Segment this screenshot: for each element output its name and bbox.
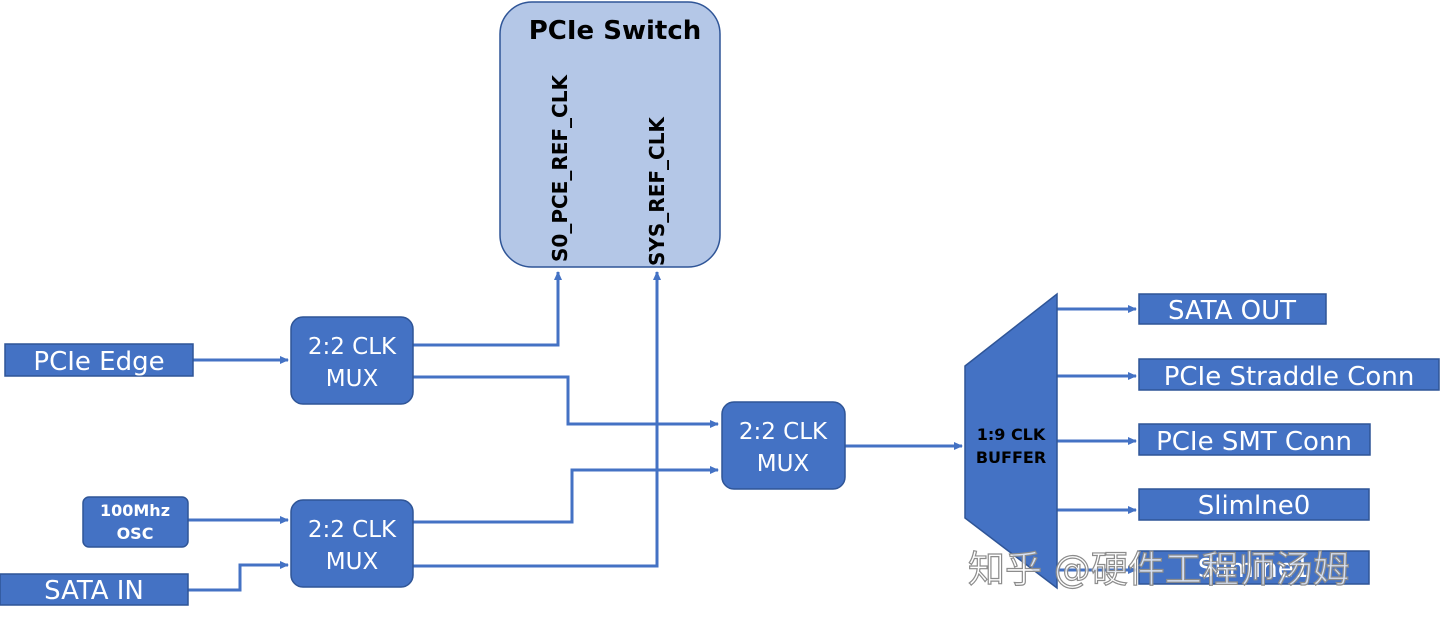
slimline1-block (1138, 550, 1370, 585)
wire-mux-bottom-to-mux-mid (413, 466, 719, 524)
wire-mux-bottom-to-switch (413, 271, 661, 568)
mux-top-block (290, 316, 414, 405)
wire-mux-top-to-mux-mid (413, 375, 719, 428)
mux-bottom-block (290, 499, 414, 588)
osc-label-line2: OSC (117, 524, 154, 543)
smt-conn-block (1138, 423, 1371, 456)
sata-out-block (1138, 293, 1327, 325)
mux-bottom-label-line2: MUX (326, 549, 379, 575)
sys-ref-clk-pin: SYS_REF_CLK (645, 116, 669, 266)
pcie-switch-title: PCIe Switch (529, 16, 702, 46)
mux-top-label-line1: 2:2 CLK (308, 334, 397, 360)
smt-conn-label: PCIe SMT Conn (1156, 427, 1352, 457)
clk-buffer-label-line1: 1:9 CLK (977, 425, 1046, 444)
wire-sata-in-to-mux-bottom (188, 561, 289, 592)
wire-mux-top-to-switch (413, 271, 562, 347)
clk-buffer-label-line2: BUFFER (976, 448, 1046, 467)
mux-mid-label-line2: MUX (757, 451, 810, 477)
sata-out-label: SATA OUT (1168, 296, 1296, 326)
mux-top-label-line2: MUX (326, 366, 379, 392)
watermark: 知乎 @硬件工程师汤姆 (968, 548, 1350, 591)
slimline0-block (1138, 488, 1370, 521)
straddle-conn-block (1138, 358, 1440, 391)
clk-buffer-block (964, 292, 1058, 590)
pcie-edge-label: PCIe Edge (33, 347, 164, 377)
wires (188, 271, 1137, 592)
osc-block (82, 496, 189, 548)
pcie-switch-block (499, 1, 721, 268)
straddle-conn-label: PCIe Straddle Conn (1164, 362, 1415, 392)
mux-mid-label-line1: 2:2 CLK (739, 419, 828, 445)
slimline1-label: Slimlne1 (1198, 554, 1311, 584)
mux-bottom-label-line1: 2:2 CLK (308, 517, 397, 543)
osc-label-line1: 100Mhz (100, 501, 170, 520)
sata-in-label: SATA IN (44, 576, 144, 606)
mux-mid-block (721, 401, 846, 490)
sata-in-block (0, 573, 189, 606)
pcie-edge-block (4, 343, 194, 377)
slimline0-label: Slimlne0 (1198, 491, 1311, 521)
s0-pce-ref-clk-pin: S0_PCE_REF_CLK (548, 74, 572, 262)
